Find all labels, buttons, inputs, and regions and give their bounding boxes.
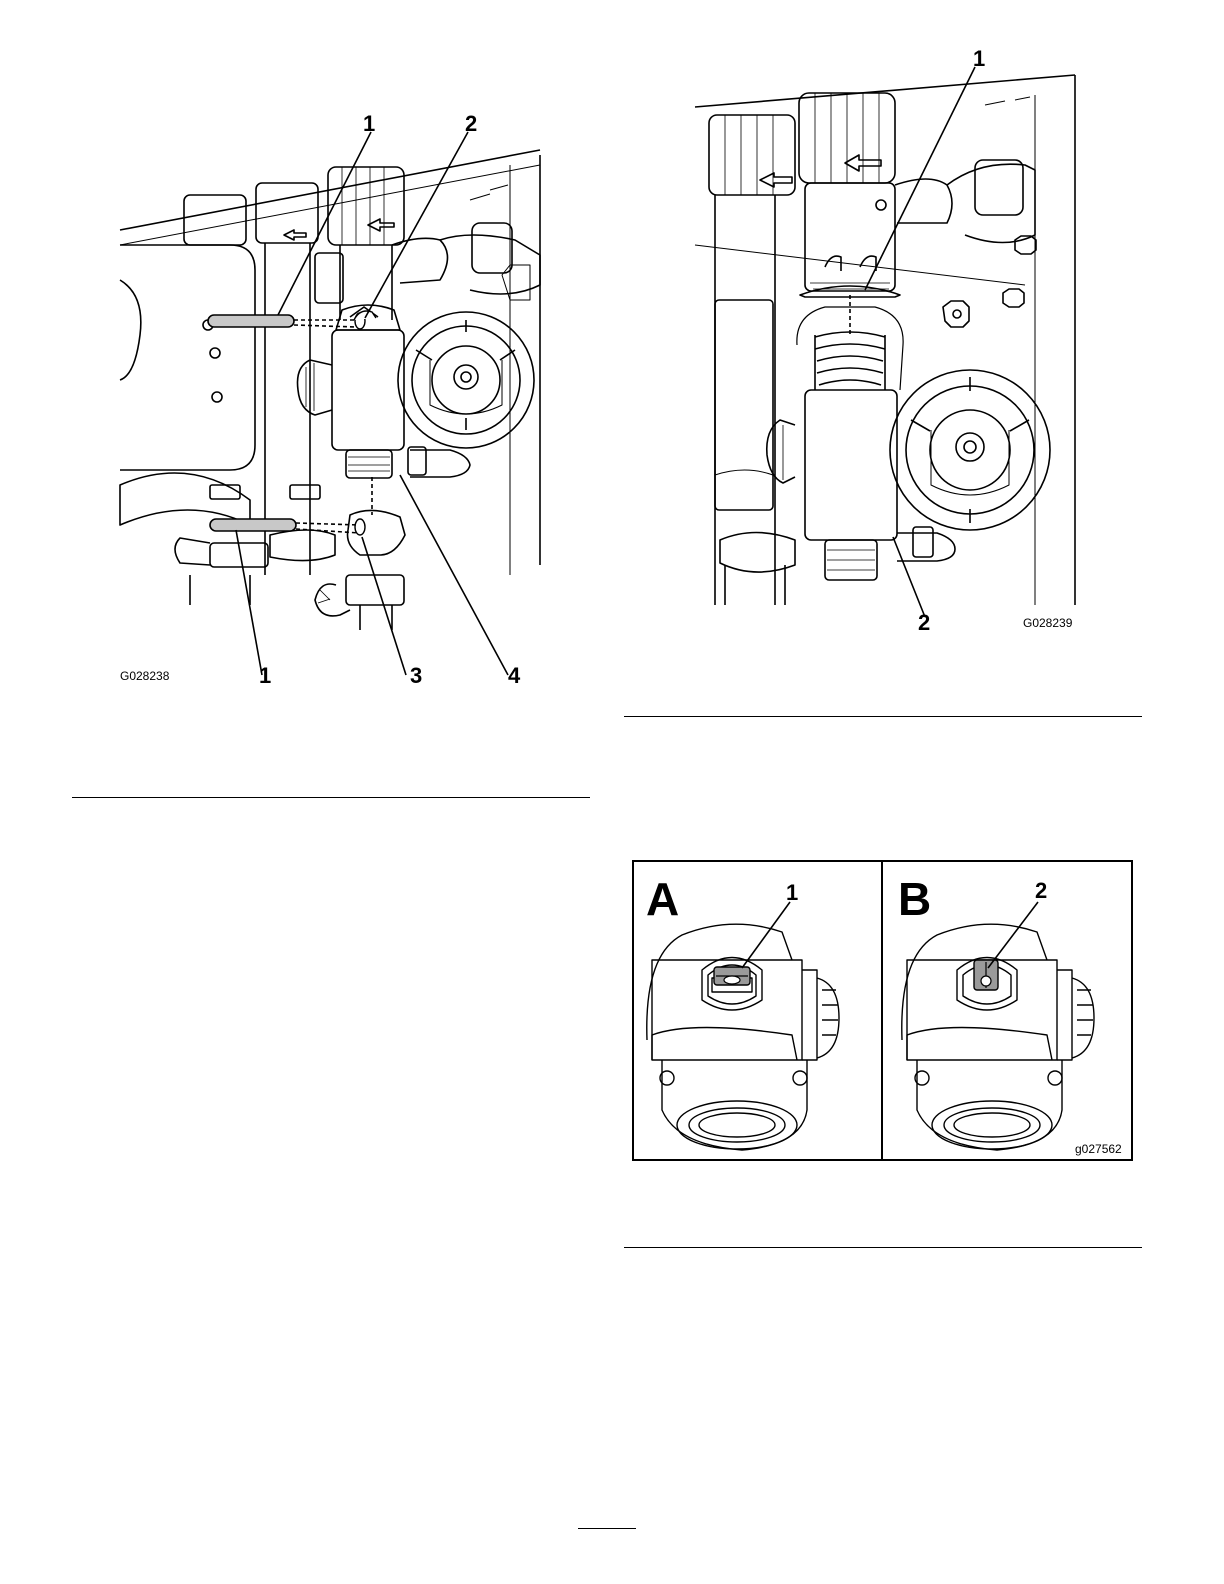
divider-right-top [624, 716, 1142, 717]
nozzle-body-b [902, 924, 1094, 1150]
panel-letter-a: A [646, 876, 679, 922]
callout-1: 1 [973, 48, 985, 70]
divider-right-bottom [624, 1247, 1142, 1248]
figure-id: G028238 [120, 670, 169, 682]
figure-id: g027562 [1075, 1143, 1122, 1155]
nozzle-body-a [647, 924, 839, 1150]
footer-rule [578, 1528, 636, 1529]
figure-nozzle-positions: A 1 B 2 g027562 [632, 860, 1133, 1161]
callout-2: 2 [465, 113, 477, 135]
callout-2: 2 [1035, 880, 1047, 902]
nozzle-slot-vertical [974, 960, 998, 990]
figure-valve-assembly-left: 1 2 1 3 4 G028238 [110, 105, 590, 695]
divider-left [72, 797, 590, 798]
callout-1-top: 1 [363, 113, 375, 135]
callout-1-bottom: 1 [259, 665, 271, 687]
figure-valve-assembly-right: 1 2 G028239 [685, 45, 1105, 645]
figure-frame [632, 860, 1133, 1161]
callout-1: 1 [786, 882, 798, 904]
callout-2: 2 [918, 612, 930, 634]
panel-letter-b: B [898, 876, 931, 922]
figure-id: G028239 [1023, 617, 1072, 629]
illustration-valve-left [110, 105, 590, 695]
nozzle-slot-horizontal [714, 967, 750, 985]
callout-4: 4 [508, 665, 520, 687]
illustration-valve-right [685, 45, 1105, 645]
callout-3: 3 [410, 665, 422, 687]
